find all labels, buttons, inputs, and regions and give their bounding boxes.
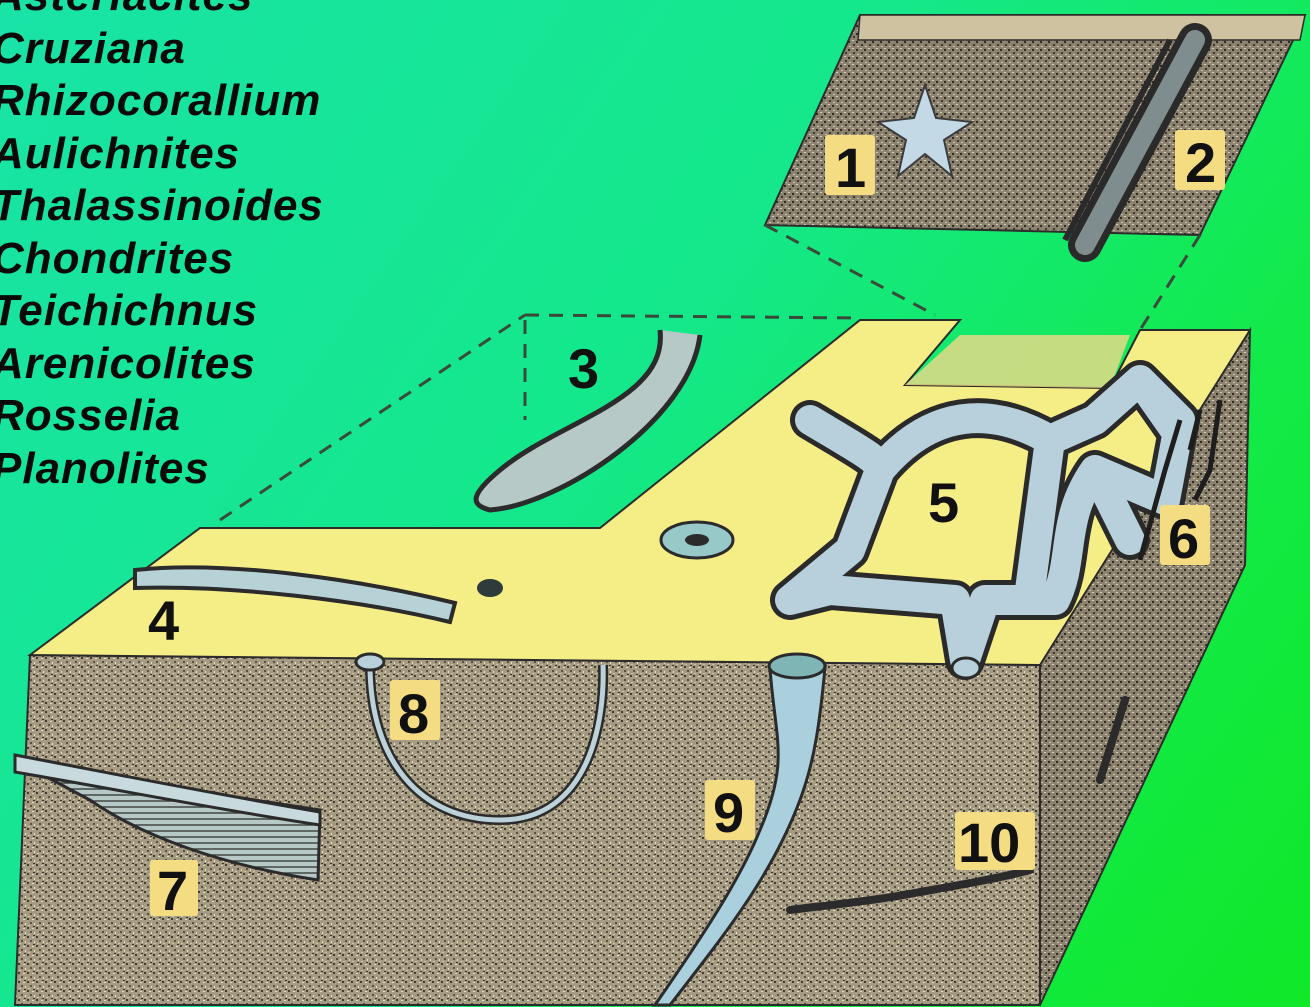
svg-text:4: 4 bbox=[148, 589, 179, 652]
number-label-10: 10 bbox=[955, 811, 1035, 874]
number-label-1: 1 bbox=[825, 135, 875, 199]
svg-text:9: 9 bbox=[713, 781, 744, 844]
svg-text:2: 2 bbox=[1185, 131, 1216, 194]
number-label-5: 5 bbox=[928, 471, 959, 534]
burrow-opening bbox=[477, 579, 503, 597]
thalassinoides-shaft-opening bbox=[952, 658, 980, 678]
number-label-2: 2 bbox=[1175, 130, 1225, 194]
number-label-8: 8 bbox=[390, 680, 440, 745]
number-label-7: 7 bbox=[150, 859, 198, 922]
number-label-4: 4 bbox=[148, 589, 179, 652]
number-label-3: 3 bbox=[568, 337, 599, 400]
svg-text:10: 10 bbox=[958, 811, 1020, 874]
number-label-9: 9 bbox=[705, 780, 755, 844]
arenicolites-opening bbox=[356, 654, 384, 670]
svg-text:1: 1 bbox=[835, 136, 866, 199]
upper-slab-face bbox=[765, 15, 1305, 235]
svg-text:7: 7 bbox=[157, 859, 188, 922]
rosselia-cone-top bbox=[769, 654, 825, 678]
svg-text:8: 8 bbox=[398, 682, 429, 745]
svg-text:5: 5 bbox=[928, 471, 959, 534]
svg-text:6: 6 bbox=[1168, 507, 1199, 570]
number-label-6: 6 bbox=[1160, 505, 1210, 570]
svg-text:3: 3 bbox=[568, 337, 599, 400]
rosselia-opening-center bbox=[685, 534, 709, 546]
upper-slab-edge bbox=[858, 15, 1305, 40]
